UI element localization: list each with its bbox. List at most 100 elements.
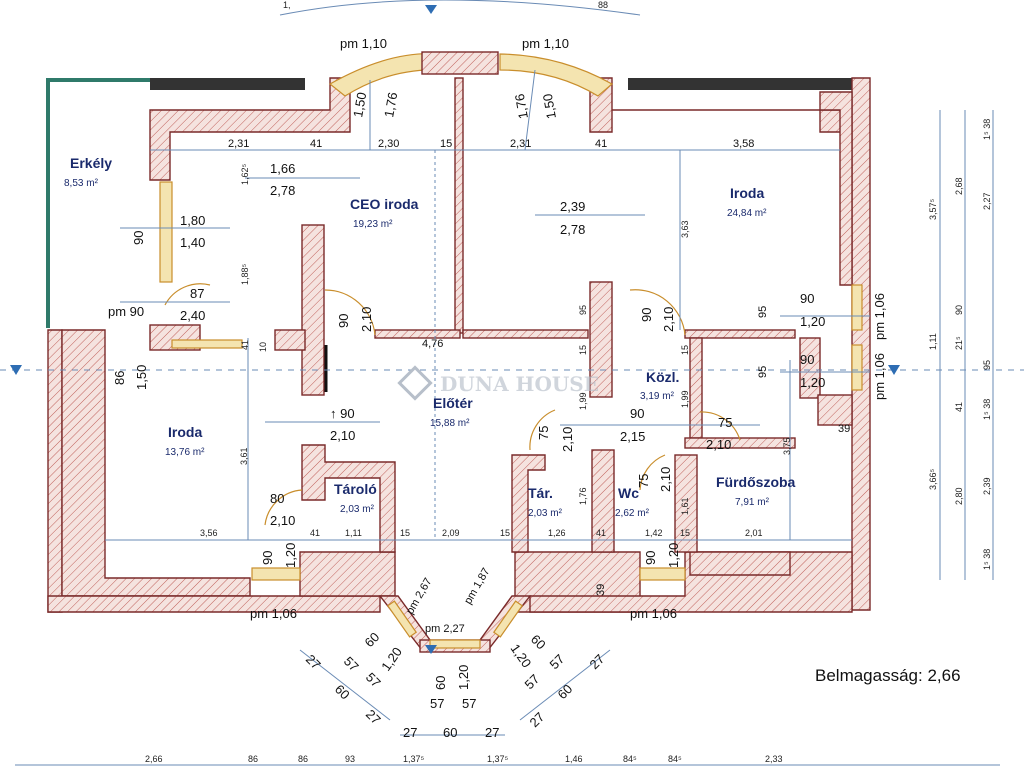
dim-label: 57 (522, 671, 543, 692)
dim-label: 75 (636, 474, 651, 488)
dim-label: 1,20 (800, 314, 825, 329)
dim-label: 95 (757, 366, 769, 378)
section-marker-bottom (425, 645, 437, 654)
wall (301, 224, 325, 396)
window (492, 600, 524, 638)
dimension-line (279, 0, 641, 16)
dim-label: 90 (639, 308, 654, 322)
doors (164, 283, 741, 526)
dim-label: 60 (528, 632, 549, 653)
room-area-kozl: 3,19 m² (640, 391, 675, 402)
dim-label: ↑ 90 (330, 406, 355, 421)
wall (689, 551, 791, 576)
dim-label: 86 (112, 371, 127, 385)
wall (150, 78, 305, 90)
dim-label: pm 90 (108, 304, 144, 319)
dim-label: 2,10 (270, 513, 295, 528)
room-area-furdo: 7,91 m² (735, 497, 770, 508)
dim-label: pm 1,06 (250, 606, 297, 621)
dim-label: 1,20 (378, 644, 405, 673)
dim-label: 2,31 (228, 138, 249, 150)
dim-label: 57 (547, 651, 568, 672)
dim-label: 2,39 (982, 477, 992, 495)
dim-label: pm 1,10 (522, 36, 569, 51)
dim-label: 41 (596, 528, 606, 538)
wall (817, 394, 853, 426)
door-swing (164, 283, 211, 306)
window (171, 339, 243, 349)
window (159, 181, 173, 283)
dim-label: 15 (440, 138, 452, 150)
dim-label: 39 (838, 423, 850, 435)
dim-label: 60 (362, 629, 383, 650)
dim-label: 90 (630, 406, 644, 421)
dim-label: 1,42 (645, 528, 663, 538)
wall (299, 551, 396, 597)
section-marker-top (425, 5, 437, 14)
dim-label: 10 (258, 342, 268, 352)
dim-label: 1,80 (180, 213, 205, 228)
dim-label: 57 (341, 654, 362, 675)
dim-label: 60 (332, 682, 353, 703)
dim-label: 95 (578, 305, 588, 315)
dim-label: 2,68 (954, 177, 964, 195)
dim-label: 1,20 (456, 665, 471, 690)
dim-label: 1⁵ 38 (982, 119, 992, 140)
dim-label: 2,10 (661, 307, 676, 332)
room-name-wc: Wc (618, 485, 639, 501)
dim-label: 1,37⁵ (487, 754, 509, 764)
windows (159, 51, 863, 649)
room-area-iroda-left: 13,76 m² (165, 447, 205, 458)
room-area-wc: 2,62 m² (615, 508, 650, 519)
room-name-ceo: CEO iroda (350, 196, 419, 212)
door-swing (639, 454, 666, 491)
dimension-line (524, 69, 536, 151)
dim-label: 60 (433, 676, 448, 690)
dim-label: 90 (643, 551, 658, 565)
dim-label: 84⁵ (623, 754, 637, 764)
dim-label: 1,11 (928, 333, 938, 350)
window (851, 284, 863, 331)
dim-label: 1,88⁵ (240, 263, 250, 285)
dim-label: 3,66⁵ (928, 468, 938, 490)
dim-label: 87 (190, 286, 204, 301)
dim-label: 1,20 (283, 543, 298, 568)
door-swing (264, 489, 303, 526)
dim-label: 2,10 (560, 427, 575, 452)
dim-label: 2,33 (765, 754, 783, 764)
room-name-eloter: Előtér (433, 395, 473, 411)
wall (47, 329, 63, 613)
dim-label: 90 (954, 305, 964, 315)
window (251, 567, 301, 581)
dim-label: 27 (363, 707, 384, 728)
dim-label: pm 1,06 (872, 353, 887, 400)
window (639, 567, 686, 581)
wall (511, 454, 546, 553)
watermark: DUNA HOUSE (397, 365, 599, 401)
dim-label: 90 (260, 551, 275, 565)
dim-label: 1,76 (578, 487, 588, 505)
dim-label: 1,99 (578, 392, 588, 410)
dim-label: 1,76 (381, 91, 400, 119)
dim-label: 2,01 (745, 528, 763, 538)
dim-label: 1,50 (134, 365, 149, 390)
dim-label: 15 (680, 345, 690, 355)
door-swing (324, 289, 376, 336)
dim-label: 90 (800, 352, 814, 367)
dimension-line (519, 649, 611, 721)
room-area-ceo: 19,23 m² (353, 219, 393, 230)
wall (462, 329, 589, 339)
wall (689, 337, 703, 439)
dim-label: 41 (240, 340, 250, 350)
dim-label: 88 (598, 0, 608, 10)
wall (301, 444, 396, 553)
dim-label: 2,78 (560, 222, 585, 237)
room-area-tar: 2,03 m² (528, 508, 563, 519)
wall (851, 77, 871, 611)
dim-label: 15 (578, 345, 588, 355)
dim-label: 57 (430, 696, 444, 711)
dim-label: 75 (536, 426, 551, 440)
dim-label: 3,58 (733, 138, 754, 150)
dim-label: 57 (462, 696, 476, 711)
dim-label: 2,27 (982, 192, 992, 210)
